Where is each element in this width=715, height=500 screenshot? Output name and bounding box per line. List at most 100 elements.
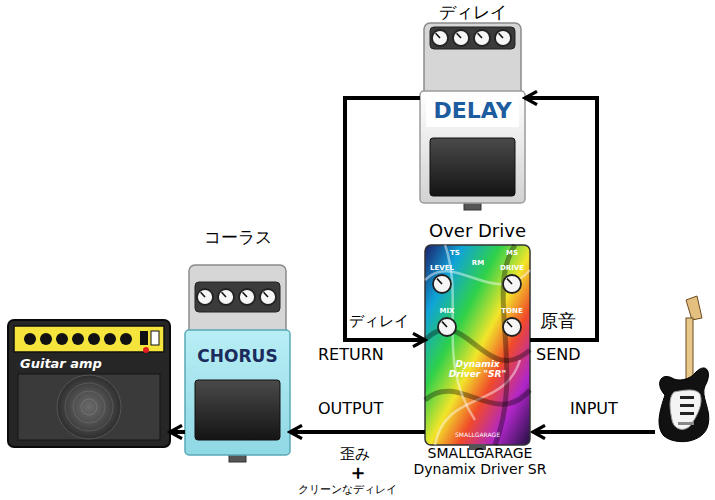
switch-label: RM bbox=[468, 260, 488, 268]
knob-indicator bbox=[442, 322, 447, 327]
knob-indicator bbox=[436, 33, 440, 38]
amp-speaker-ring bbox=[65, 383, 113, 431]
connector-label: OUTPUT bbox=[318, 400, 383, 418]
signal-connector bbox=[525, 98, 597, 340]
pedal-graphic bbox=[420, 23, 525, 210]
pedal-knob-panel bbox=[430, 27, 515, 49]
guitar-pickup bbox=[680, 396, 694, 399]
pedal-body bbox=[185, 330, 290, 455]
signal-connector bbox=[170, 430, 185, 434]
knob bbox=[260, 289, 276, 305]
switch-label: MS bbox=[502, 250, 522, 258]
knob-label: LEVEL bbox=[425, 265, 459, 273]
jack-name: RETURN bbox=[318, 346, 384, 364]
knob-indicator bbox=[264, 292, 268, 297]
delay-pedal: ディレイDELAY bbox=[420, 3, 525, 203]
guitar-headstock bbox=[686, 296, 702, 320]
pedal-model-name: Dynamix Driver "SR" bbox=[440, 360, 515, 380]
pedal-graphic bbox=[185, 265, 290, 462]
psychedelic-swirl bbox=[425, 390, 530, 404]
knob-label: TONE bbox=[495, 308, 529, 316]
amp-knob bbox=[56, 333, 68, 345]
knob-label: DRIVE bbox=[495, 265, 529, 273]
guitar-bridge bbox=[678, 422, 694, 425]
amp-speaker-ring bbox=[81, 399, 97, 415]
knob bbox=[503, 318, 521, 336]
amp-knob bbox=[24, 333, 36, 345]
knob bbox=[218, 289, 234, 305]
pedal-knob-panel bbox=[195, 282, 280, 312]
amp-pilot-lamp bbox=[143, 347, 149, 353]
knob bbox=[438, 318, 456, 336]
knob-indicator bbox=[201, 292, 205, 297]
pedal-brand: SMALLGARAGE bbox=[425, 432, 530, 439]
pedal-knob-head bbox=[189, 265, 286, 336]
knob bbox=[432, 30, 448, 46]
input-cable-arrow bbox=[533, 430, 655, 434]
amp-knob bbox=[40, 333, 52, 345]
guitar-pickup bbox=[680, 404, 694, 407]
knob-indicator bbox=[457, 33, 461, 38]
pedal-body bbox=[425, 245, 530, 445]
knob-indicator bbox=[499, 33, 503, 38]
amp-knob bbox=[104, 333, 116, 345]
amp-grille bbox=[18, 374, 160, 440]
guitar-body bbox=[659, 368, 709, 442]
jack-name: SEND bbox=[536, 346, 581, 364]
knob-indicator bbox=[478, 33, 482, 38]
brand-name: SMALLGARAGE bbox=[380, 446, 580, 461]
model-name: Dynamix Driver SR bbox=[380, 462, 580, 477]
overdrive-pedal: Over DriveTSMSRMLEVELDRIVEMIXTONEDynamix… bbox=[425, 220, 530, 445]
pedal-heading: コーラス bbox=[185, 228, 290, 247]
amp-speaker-ring bbox=[73, 391, 105, 423]
knob-indicator bbox=[243, 292, 247, 297]
connector-label: ディレイ bbox=[349, 313, 409, 330]
guitar-pickup bbox=[680, 412, 694, 415]
amp-knob bbox=[72, 333, 84, 345]
signal-note: ＋ bbox=[341, 461, 375, 483]
amp-control-panel bbox=[14, 326, 164, 352]
node-outline bbox=[185, 225, 290, 465]
pedal-body bbox=[420, 91, 525, 203]
signal-connector bbox=[345, 98, 425, 340]
node-outline bbox=[8, 320, 170, 457]
amp-knob bbox=[88, 333, 100, 345]
jack-name: INPUT bbox=[570, 400, 618, 418]
amp-cabinet bbox=[8, 320, 170, 447]
chorus-pedal: コーラスCHORUS bbox=[185, 225, 290, 455]
knob-indicator bbox=[437, 279, 442, 284]
amp-input-jack bbox=[151, 331, 159, 345]
switch-label: TS bbox=[445, 250, 465, 258]
amp-name: Guitar amp bbox=[20, 357, 140, 371]
knob bbox=[239, 289, 255, 305]
amp-graphic bbox=[8, 320, 170, 447]
knob bbox=[495, 30, 511, 46]
guitar-illustration bbox=[659, 296, 709, 442]
footswitch bbox=[430, 138, 515, 196]
guitar-pickguard bbox=[670, 390, 701, 429]
signal-connector bbox=[290, 430, 425, 434]
knob bbox=[453, 30, 469, 46]
pedal-name: DELAY bbox=[426, 99, 519, 123]
pedal-heading: Over Drive bbox=[415, 221, 540, 241]
knob-indicator bbox=[507, 279, 512, 284]
knob bbox=[474, 30, 490, 46]
knob-indicator bbox=[507, 322, 512, 327]
amp-switch bbox=[140, 331, 148, 345]
pedal-name-plate bbox=[426, 97, 519, 127]
knob bbox=[197, 289, 213, 305]
amp-knob bbox=[120, 333, 132, 345]
knob-label: MIX bbox=[430, 308, 464, 316]
amp-speaker bbox=[57, 375, 121, 439]
footswitch bbox=[195, 380, 280, 440]
knob bbox=[433, 275, 451, 293]
signal-note: クリーンなディレイ bbox=[298, 484, 397, 496]
connector-label: 原音 bbox=[540, 311, 576, 331]
pedal-knob-head bbox=[424, 23, 521, 97]
knob-indicator bbox=[222, 292, 226, 297]
knob bbox=[503, 275, 521, 293]
pedal-graphic bbox=[425, 245, 530, 450]
